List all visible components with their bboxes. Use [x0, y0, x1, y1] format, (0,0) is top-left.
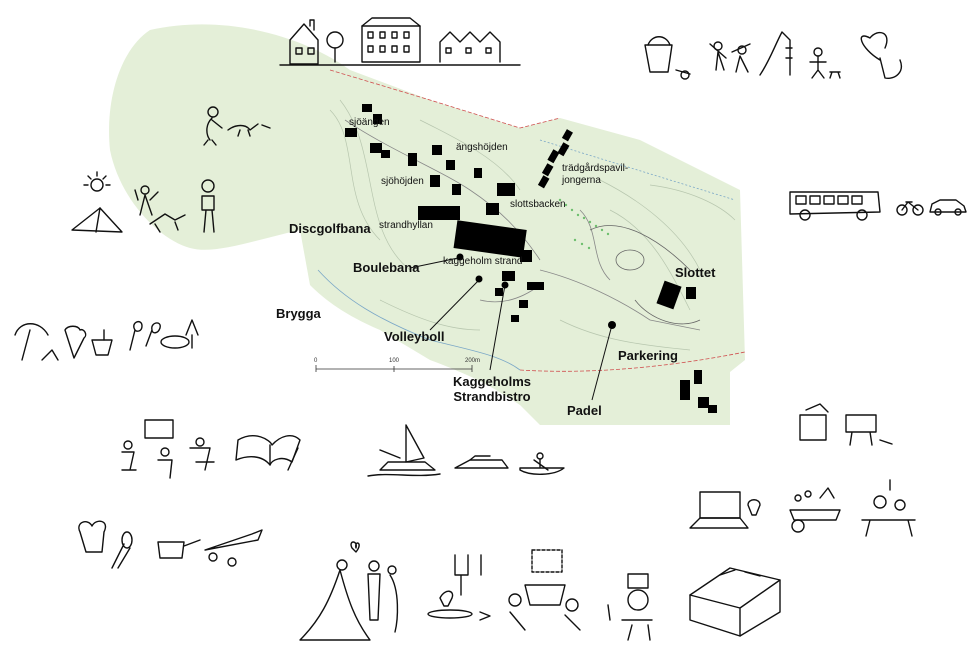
label-boulebana: Boulebana [353, 260, 420, 275]
scale-label-mid: 100 [389, 358, 400, 364]
party-icon [508, 549, 653, 641]
label-tradgardspaviljongerna-line1: trädgårdspavil- [562, 163, 629, 174]
label-strandbistro-line1: Kaggeholms [452, 374, 531, 389]
scale-label-end: 200m [465, 358, 481, 364]
dining-icon [427, 554, 491, 621]
beach-icon [14, 323, 59, 361]
houses-icon [279, 17, 521, 66]
laptop-icon [689, 491, 761, 529]
label-tradgardspaviljongerna-line2: jongerna [562, 175, 601, 186]
road-red [329, 69, 561, 129]
label-strandbistro-line2: Strandbistro [453, 389, 531, 404]
boulebana-marker [456, 253, 464, 261]
wedding-icon [299, 541, 399, 641]
bistro-marker [501, 281, 509, 289]
bed-icon [689, 567, 781, 637]
label-parkering: Parkering [618, 348, 678, 363]
scale-bar [315, 365, 473, 372]
sailboat-icon [367, 424, 441, 477]
buildings [345, 104, 717, 413]
land-area [109, 24, 746, 425]
label-slottet: Slottet [675, 265, 716, 280]
shoreline [317, 269, 521, 371]
book-icon [235, 434, 301, 471]
cooking-icon [78, 520, 263, 569]
padel-marker [608, 321, 616, 329]
bicycle-icon [896, 201, 924, 216]
label-slottsbacken: slottsbacken [510, 199, 566, 210]
scale-label-start: 0 [314, 358, 318, 364]
label-sjohojden: sjöhöjden [381, 176, 424, 187]
label-discgolfbana: Discgolfbana [289, 221, 371, 236]
bus-icon [789, 191, 881, 221]
meeting-icon [121, 419, 215, 479]
workshop-icon [789, 479, 916, 537]
label-brygga: Brygga [276, 306, 321, 321]
label-sjoangen: sjöängen [349, 117, 390, 128]
car-icon [929, 199, 967, 216]
rowboat-icon [519, 452, 565, 475]
playground-icon [644, 31, 902, 80]
label-padel: Padel [567, 403, 602, 418]
label-strandhyllan: strandhyllan [379, 220, 433, 231]
motorboat-icon [454, 455, 509, 469]
label-volleyboll: Volleyboll [384, 329, 445, 344]
label-kaggeholm-strand: kaggeholm strand [443, 256, 523, 267]
walker-dog-icon [203, 106, 271, 146]
office-icon [799, 403, 893, 446]
volleyboll-marker [475, 275, 483, 283]
food-icon [64, 319, 199, 359]
label-angshojden: ängshöjden [456, 142, 508, 153]
camping-icon [71, 171, 215, 233]
